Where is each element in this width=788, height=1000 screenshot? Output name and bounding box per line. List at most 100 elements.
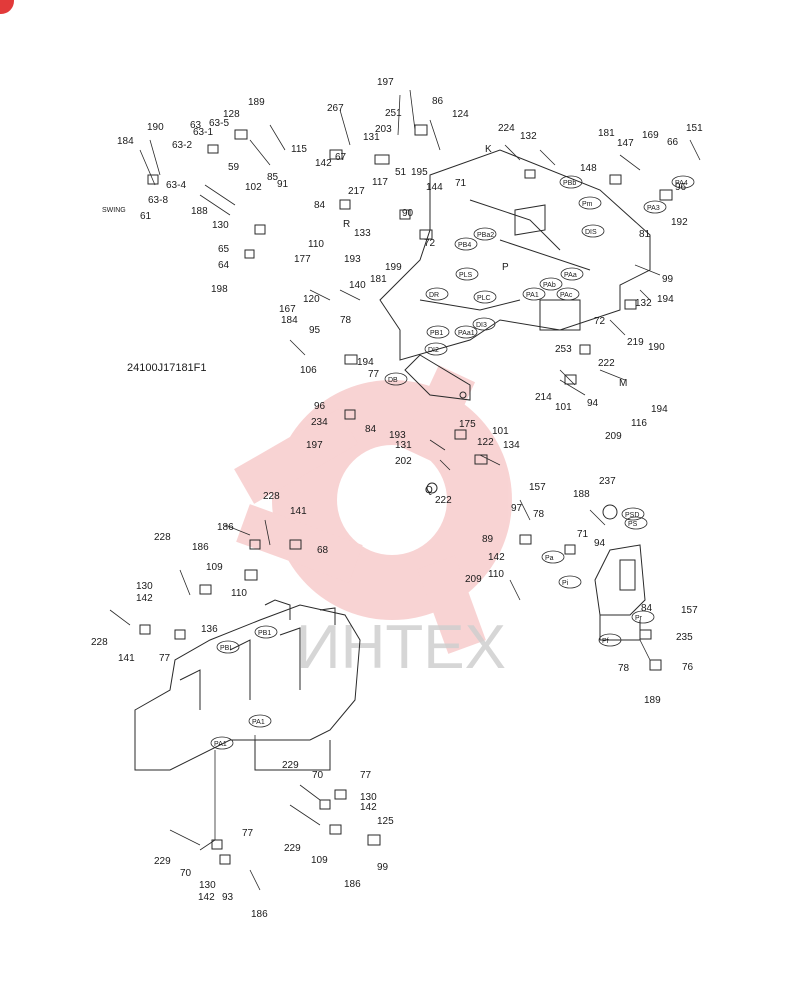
- part-label: 141: [290, 506, 307, 517]
- part-label: 148: [580, 163, 597, 174]
- port-callout-label: PA1: [252, 719, 265, 726]
- port-callout-ellipse: [581, 224, 605, 238]
- port-callout-ellipse: [472, 317, 496, 331]
- port-callout-label: PLC: [477, 295, 491, 302]
- part-label: 78: [340, 315, 352, 326]
- port-callout-label: PA4: [675, 180, 688, 187]
- port-callout-ellipse: [454, 237, 478, 251]
- section-letter: K: [485, 144, 492, 155]
- part-label: 90: [402, 208, 414, 219]
- part-label: 65: [218, 244, 230, 255]
- part-label: 130: [136, 581, 153, 592]
- part-label: 193: [344, 254, 361, 265]
- part-label: 64: [218, 260, 230, 271]
- port-callout-label: Pr: [635, 615, 643, 622]
- part-label: 237: [599, 476, 616, 487]
- part-label: 219: [627, 337, 644, 348]
- part-label: 125: [377, 816, 394, 827]
- port-callout-label: PS: [628, 521, 638, 528]
- part-label: 63-5: [209, 118, 229, 129]
- port-callout-ellipse: [578, 196, 602, 210]
- port-callout-label: PB1: [258, 630, 271, 637]
- port-callout-label: DB: [388, 377, 398, 384]
- part-label: 116: [631, 418, 647, 429]
- port-callout-ellipse: [624, 516, 648, 530]
- section-letter: P: [502, 262, 509, 273]
- port-callout-label: PAb: [543, 282, 556, 289]
- part-label: 117: [372, 177, 388, 188]
- part-label: 197: [306, 440, 323, 451]
- port-callout-ellipse: [558, 575, 582, 589]
- part-label: 198: [211, 284, 228, 295]
- part-label: 188: [191, 206, 208, 217]
- part-label: 181: [598, 128, 615, 139]
- port-callout-label: PA3: [647, 205, 660, 212]
- part-label: 66: [667, 137, 679, 148]
- port-callout-ellipse: [643, 200, 667, 214]
- port-callout-ellipse: [473, 290, 497, 304]
- part-label: 101: [555, 402, 572, 413]
- port-callout-label: Pa: [545, 555, 554, 562]
- part-label: 72: [424, 238, 436, 249]
- part-label: 193: [389, 430, 406, 441]
- port-callout-ellipse: [384, 372, 408, 386]
- part-label: 110: [231, 588, 247, 599]
- port-callout-ellipse: [559, 175, 583, 189]
- port-callout-ellipse: [539, 277, 563, 291]
- swing-label: SWING: [102, 207, 126, 214]
- part-label: 68: [317, 545, 329, 556]
- part-label: 81: [639, 229, 651, 240]
- port-callout-ellipse: [560, 267, 584, 281]
- port-callout-ellipse: [424, 342, 448, 356]
- port-callout-label: PAa: [564, 272, 577, 279]
- part-label: 228: [154, 532, 171, 543]
- part-label: 67: [335, 152, 347, 163]
- part-label: 131: [363, 132, 380, 143]
- part-label: 186: [192, 542, 209, 553]
- part-label: 101: [492, 426, 509, 437]
- part-label: 78: [618, 663, 630, 674]
- part-label: 70: [312, 770, 324, 781]
- part-label: 157: [681, 605, 698, 616]
- part-label: 188: [573, 489, 590, 500]
- part-label: 99: [662, 274, 674, 285]
- port-callout-label: PA1: [214, 741, 227, 748]
- port-callout-ellipse: [473, 227, 497, 241]
- part-label: 84: [365, 424, 377, 435]
- part-label: 186: [344, 879, 361, 890]
- part-label: 84: [641, 603, 653, 614]
- part-label: 157: [529, 482, 546, 493]
- part-label: 63-1: [193, 127, 213, 138]
- part-label: 99: [377, 862, 389, 873]
- part-label: 147: [617, 138, 634, 149]
- part-label: 175: [459, 419, 476, 430]
- part-label: 192: [671, 217, 688, 228]
- part-label: 142: [488, 552, 505, 563]
- part-label: 78: [533, 509, 545, 520]
- port-callout-label: PAa1: [458, 330, 475, 337]
- part-label: 142: [198, 892, 215, 903]
- part-label: 76: [682, 662, 694, 673]
- part-label: 94: [594, 538, 606, 549]
- part-label: 109: [206, 562, 223, 573]
- part-label: 144: [426, 182, 443, 193]
- part-label: 122: [477, 437, 494, 448]
- port-callout-ellipse: [671, 175, 695, 189]
- part-label: 91: [277, 179, 289, 190]
- part-label: 77: [360, 770, 372, 781]
- part-label: 86: [432, 96, 444, 107]
- port-callout-label: DI3: [476, 322, 487, 329]
- pilot-valve: [594, 544, 646, 641]
- port-callout-label: PBb: [563, 180, 576, 187]
- part-label: 132: [635, 298, 652, 309]
- part-label: 251: [385, 108, 402, 119]
- part-label: 132: [520, 131, 537, 142]
- port-callout-ellipse: [426, 325, 450, 339]
- part-label: 209: [465, 574, 482, 585]
- port-callout-ellipse: [541, 550, 565, 564]
- part-label: 130: [212, 220, 229, 231]
- part-label: 190: [648, 342, 665, 353]
- port-callout-label: Pf: [602, 638, 609, 645]
